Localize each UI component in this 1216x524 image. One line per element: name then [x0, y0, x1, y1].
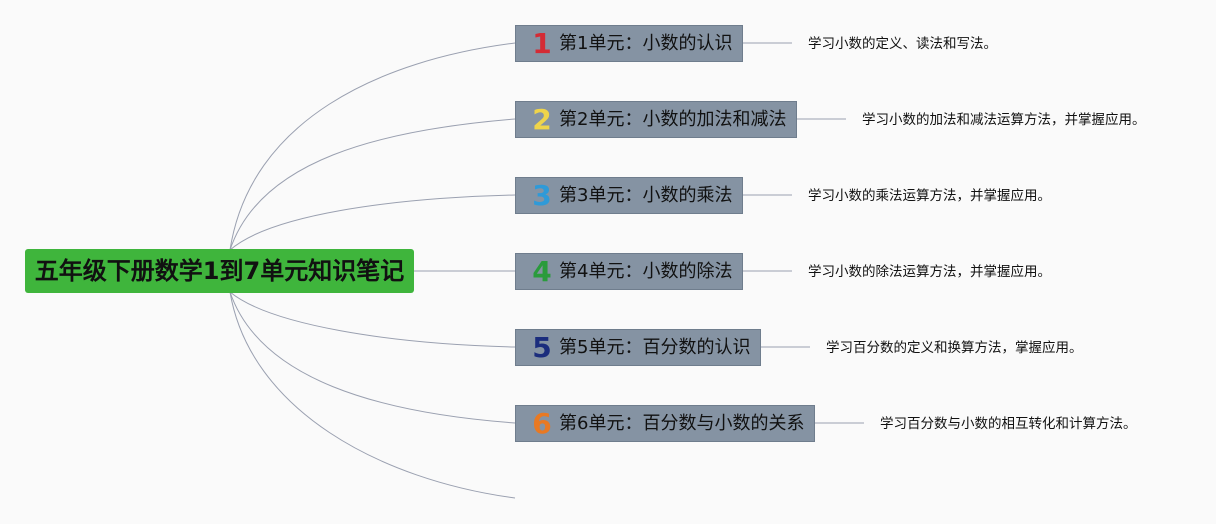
root-topic[interactable]: 五年级下册数学1到7单元知识笔记 — [25, 249, 414, 293]
branch-description-1[interactable]: 学习小数的定义、读法和写法。 — [808, 36, 997, 52]
branch-unit-3[interactable]: 3 第3单元：小数的乘法 — [515, 177, 743, 214]
branch-description-6[interactable]: 学习百分数与小数的相互转化和计算方法。 — [880, 416, 1137, 432]
connector-curve-6 — [229, 291, 516, 424]
branch-label-1: 第1单元：小数的认识 — [559, 33, 733, 54]
branch-unit-6[interactable]: 6 第6单元：百分数与小数的关系 — [515, 405, 815, 442]
branch-description-4[interactable]: 学习小数的除法运算方法，并掌握应用。 — [808, 264, 1051, 280]
unit-number-2: 2 — [532, 103, 552, 136]
branch-description-2[interactable]: 学习小数的加法和减法运算方法，并掌握应用。 — [862, 112, 1146, 128]
branch-label-5: 第5单元：百分数的认识 — [559, 337, 751, 358]
unit-number-4: 4 — [532, 255, 552, 288]
branch-unit-5[interactable]: 5 第5单元：百分数的认识 — [515, 329, 761, 366]
branch-unit-1[interactable]: 1 第1单元：小数的认识 — [515, 25, 743, 62]
branch-label-3: 第3单元：小数的乘法 — [559, 185, 733, 206]
branch-label-6: 第6单元：百分数与小数的关系 — [559, 413, 805, 434]
connector-curve-7 — [229, 291, 516, 499]
unit-number-3: 3 — [532, 179, 552, 212]
connector-curve-5 — [229, 291, 516, 348]
connector-curve-2 — [229, 118, 516, 251]
connector-curve-3 — [229, 194, 516, 251]
unit-number-1: 1 — [532, 27, 552, 60]
branch-description-5[interactable]: 学习百分数的定义和换算方法，掌握应用。 — [826, 340, 1083, 356]
branch-unit-2[interactable]: 2 第2单元：小数的加法和减法 — [515, 101, 797, 138]
unit-number-5: 5 — [532, 331, 552, 364]
branch-label-2: 第2单元：小数的加法和减法 — [559, 109, 787, 130]
branch-label-4: 第4单元：小数的除法 — [559, 261, 733, 282]
connector-curve-1 — [229, 42, 516, 251]
branch-description-3[interactable]: 学习小数的乘法运算方法，并掌握应用。 — [808, 188, 1051, 204]
branch-unit-4[interactable]: 4 第4单元：小数的除法 — [515, 253, 743, 290]
unit-number-6: 6 — [532, 407, 552, 440]
root-topic-title: 五年级下册数学1到7单元知识笔记 — [34, 257, 405, 285]
